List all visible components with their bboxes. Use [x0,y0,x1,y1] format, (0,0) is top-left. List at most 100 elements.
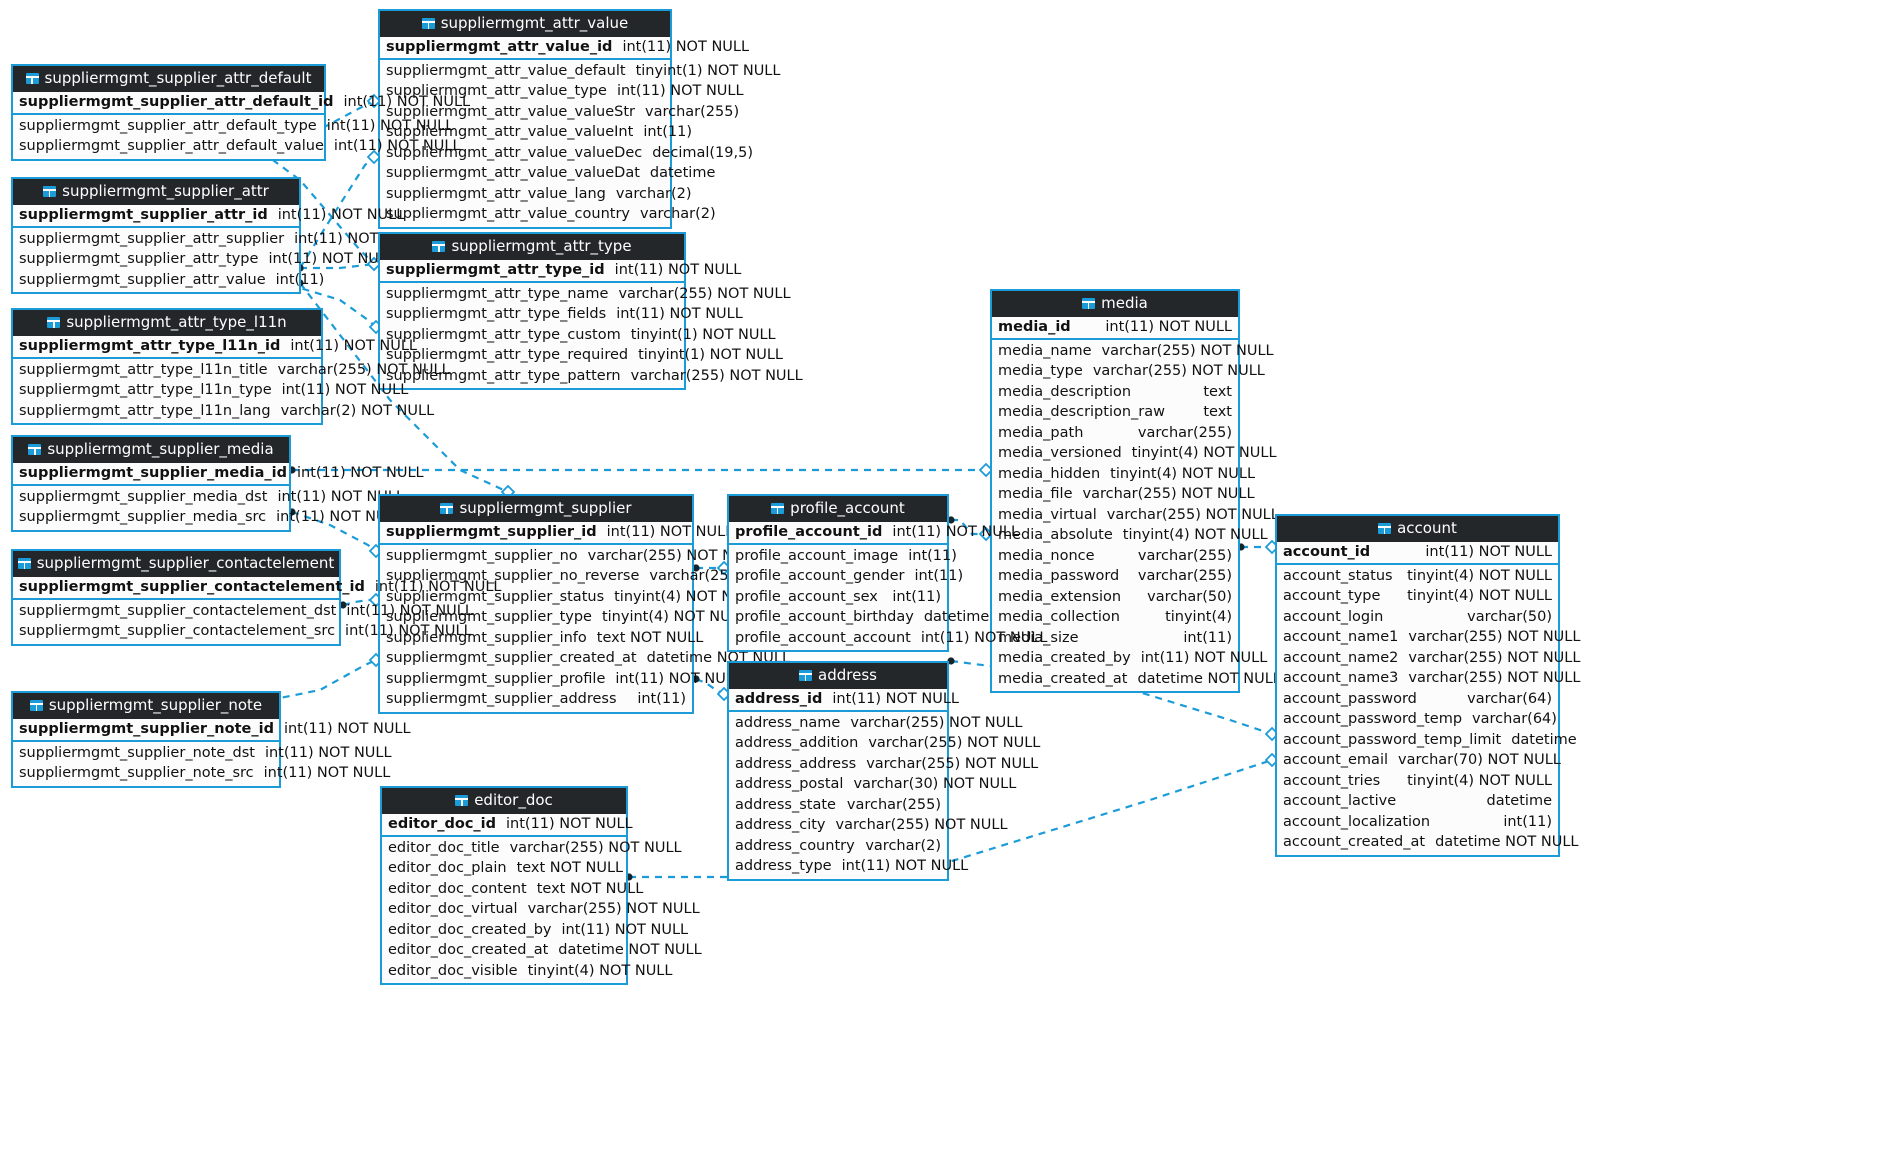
column-row[interactable]: suppliermgmt_supplier_contactelement_dst… [13,601,473,622]
column-row[interactable]: suppliermgmt_supplier_contactelement_src… [13,621,472,642]
column-row[interactable]: suppliermgmt_supplier_attr_default_value… [13,136,461,157]
